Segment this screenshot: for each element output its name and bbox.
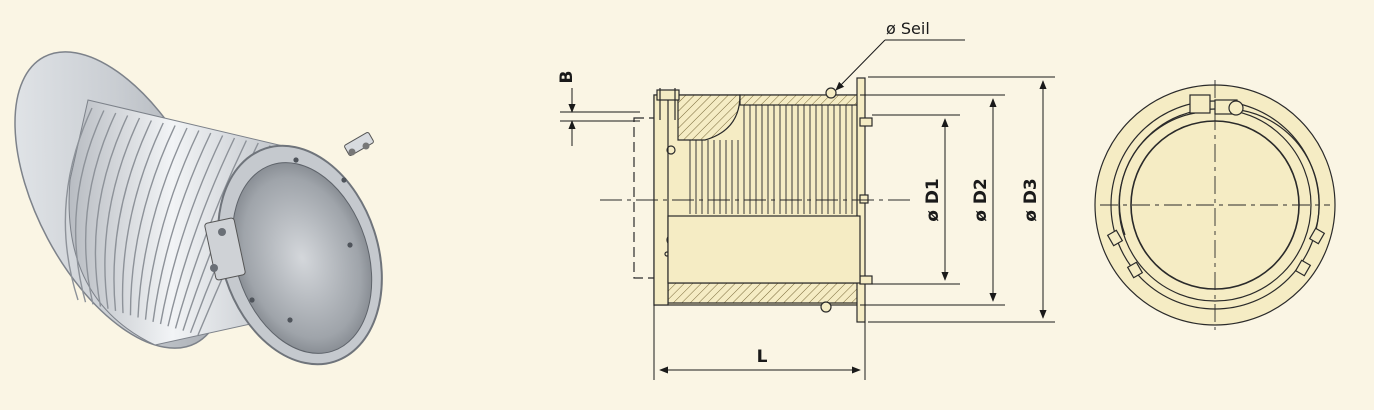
rope-drum-3d-render bbox=[14, 51, 383, 366]
rope-drum-section-view bbox=[600, 77, 910, 323]
label-b: B bbox=[557, 71, 577, 84]
label-l: L bbox=[757, 347, 768, 367]
clamp-bolts bbox=[656, 87, 873, 313]
rope-groove bbox=[167, 137, 236, 327]
rope-clamp-top bbox=[344, 132, 374, 156]
smooth-lower-zone bbox=[667, 215, 861, 284]
rope-groove bbox=[129, 125, 176, 316]
rope-groove bbox=[159, 135, 224, 325]
end-clamp-arc-2 bbox=[1239, 109, 1320, 241]
rope-groove bbox=[74, 110, 105, 303]
bottom-thread-band bbox=[667, 282, 861, 304]
section-grooves bbox=[689, 104, 853, 214]
rope-groove bbox=[152, 132, 212, 322]
section-dimensions bbox=[560, 39, 1055, 380]
rope-clamp-side bbox=[204, 217, 246, 281]
rope-groove bbox=[94, 115, 129, 307]
phantom-outline bbox=[633, 117, 657, 279]
rope-groove bbox=[104, 117, 141, 309]
end-clamp-arc bbox=[1118, 112, 1196, 236]
rope-groove bbox=[121, 122, 164, 314]
rope-grooves bbox=[64, 107, 283, 336]
top-thread-band bbox=[739, 94, 861, 106]
rope-groove bbox=[137, 127, 188, 318]
label-d2: ø D2 bbox=[971, 178, 991, 222]
drum-bore bbox=[231, 162, 373, 354]
rope-groove bbox=[113, 120, 153, 312]
rope-drum-end-view bbox=[1094, 80, 1336, 330]
rope-groove bbox=[84, 112, 117, 305]
rope-groove bbox=[144, 130, 200, 320]
label-seil: ø Seil bbox=[886, 19, 930, 38]
label-d3: ø D3 bbox=[1021, 178, 1041, 222]
label-d1: ø D1 bbox=[923, 178, 943, 222]
rim-bolt-holes bbox=[249, 157, 353, 323]
seil-leader bbox=[835, 39, 886, 91]
rope-groove bbox=[64, 107, 93, 301]
end-clamps bbox=[1106, 94, 1326, 279]
